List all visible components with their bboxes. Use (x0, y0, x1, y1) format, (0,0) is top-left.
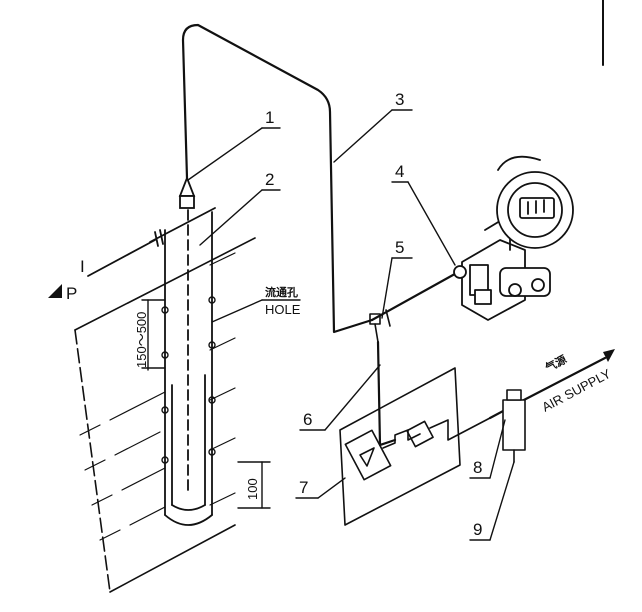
callout-leaders (187, 109, 515, 541)
bottom-dimension-label: 100 (245, 478, 260, 500)
callout-6: 6 (303, 410, 312, 429)
pressure-transmitter (453, 155, 574, 321)
pressure-marker-icon (48, 284, 62, 298)
callout-9: 9 (473, 520, 482, 539)
tee-fitting (369, 309, 391, 343)
hole-label-en: HOLE (265, 302, 301, 317)
spacing-dimension-label: 150～500 (134, 312, 149, 368)
callout-3: 3 (395, 90, 404, 109)
level-line (87, 207, 216, 277)
air-arrow-icon (603, 349, 615, 362)
nozzle-body-icon (179, 195, 195, 209)
callout-5: 5 (395, 238, 404, 257)
purge-enclosure (339, 367, 461, 526)
callout-1: 1 (265, 108, 274, 127)
flow-regulator (344, 417, 491, 481)
air-filter (502, 389, 526, 463)
spacing-dimension (141, 299, 166, 371)
pipe-holes (161, 296, 216, 464)
level-marker: I (80, 257, 85, 276)
hole-leader (211, 299, 263, 323)
bottom-dimension (237, 461, 271, 509)
purge-tube (376, 340, 397, 447)
stilling-well-pipe (164, 209, 213, 526)
callout-2: 2 (265, 170, 274, 189)
air-tubing (181, 23, 374, 334)
nozzle-fitting-icon (178, 175, 196, 197)
callout-7: 7 (299, 478, 308, 497)
callout-4: 4 (395, 162, 404, 181)
pressure-label: P (66, 284, 77, 303)
hole-label-cn: 流通孔 (265, 285, 298, 299)
callout-8: 8 (473, 458, 482, 477)
air-label-cn: 气源 (542, 352, 569, 375)
